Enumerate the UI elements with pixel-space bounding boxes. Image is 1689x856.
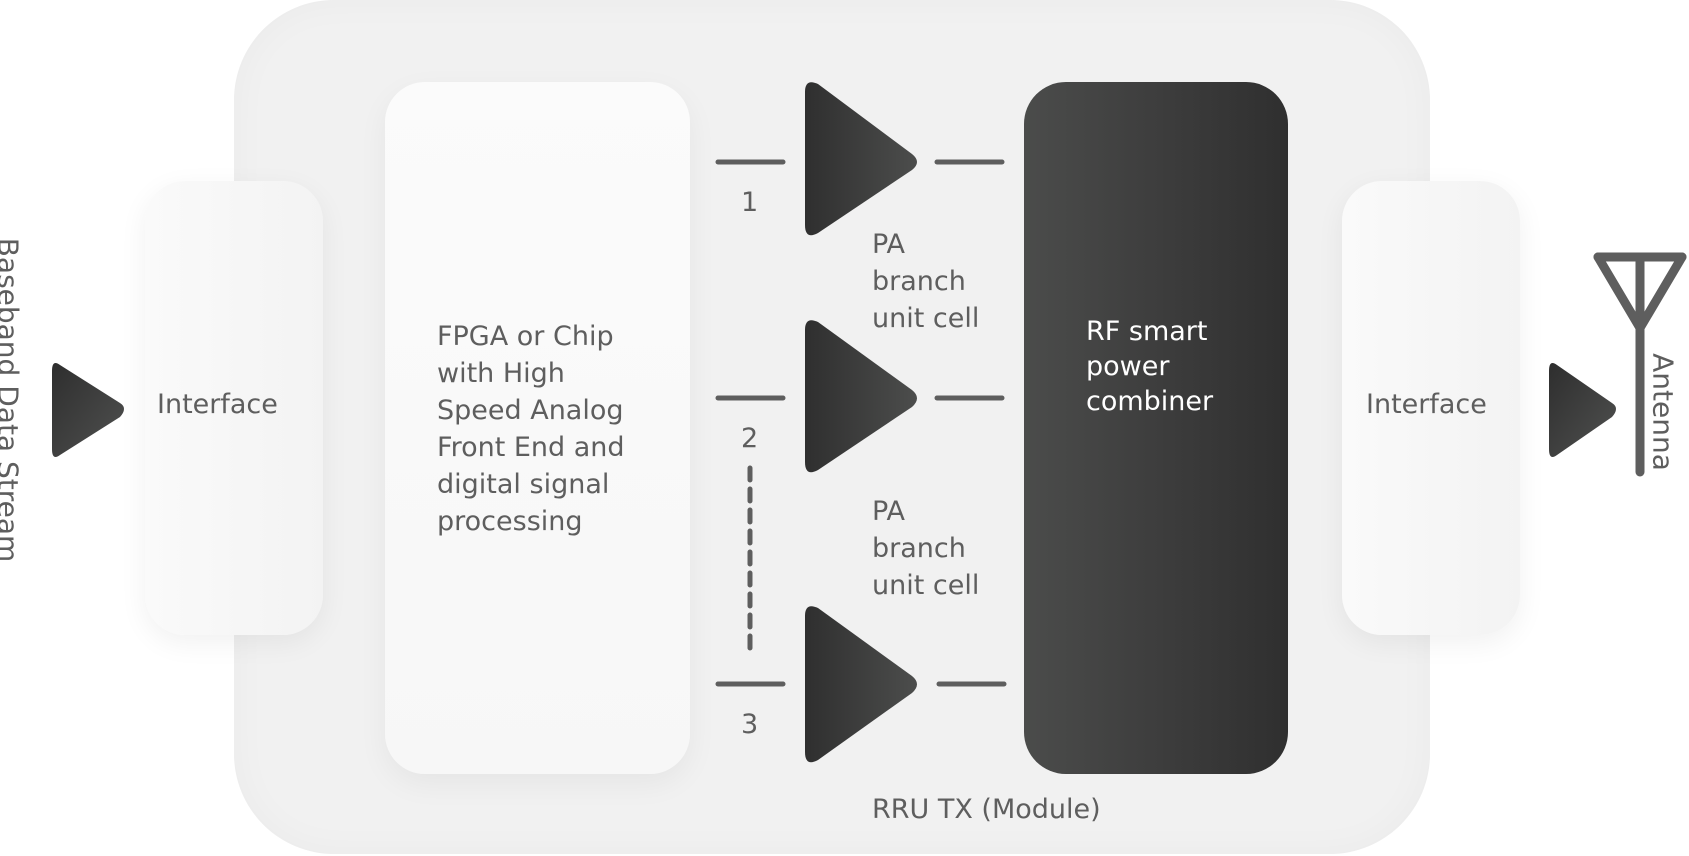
fpga-line: digital signal: [437, 469, 610, 500]
interface-right-card: [1342, 181, 1520, 635]
antenna-label: Antenna: [1646, 353, 1680, 471]
interface-left-card: [145, 181, 323, 635]
pa-label-line: PA: [872, 496, 906, 527]
fpga-line: processing: [437, 506, 583, 537]
fpga-line: FPGA or Chip: [437, 321, 614, 352]
branch-number-2: 2: [741, 423, 759, 454]
fpga-block: [385, 82, 690, 774]
output-arrow-icon: [1549, 363, 1616, 457]
pa-label-line: PA: [872, 229, 906, 260]
input-arrow-icon: [52, 363, 124, 457]
pa-amplifier-3-icon: [805, 606, 917, 763]
combiner-line: RF smart: [1086, 316, 1208, 347]
branch-number-1: 1: [741, 187, 759, 218]
pa-amplifier-2-icon: [805, 320, 917, 473]
pa-branch-label-top: PA branch unit cell: [872, 226, 979, 337]
pa-label-line: unit cell: [872, 570, 980, 601]
module-label: RRU TX (Module): [872, 794, 1101, 825]
fpga-line: Speed Analog: [437, 395, 624, 426]
combiner-line: combiner: [1086, 386, 1214, 417]
pa-label-line: branch: [872, 533, 966, 564]
antenna-icon: [1593, 252, 1687, 477]
pa-label-line: branch: [872, 266, 966, 297]
pa-branch-label-bottom: PA branch unit cell: [872, 493, 979, 604]
rf-combiner-block: [1024, 82, 1288, 774]
interface-left-label: Interface: [157, 389, 278, 420]
pa-label-line: unit cell: [872, 303, 980, 334]
branch-number-3: 3: [741, 709, 759, 740]
pa-amplifier-1-icon: [805, 82, 917, 236]
combiner-text: RF smart power combiner: [1086, 314, 1213, 419]
combiner-line: power: [1086, 351, 1170, 382]
interface-right-label: Interface: [1366, 389, 1487, 420]
fpga-line: Front End and: [437, 432, 625, 463]
fpga-text: FPGA or Chip with High Speed Analog Fron…: [437, 318, 625, 540]
baseband-data-stream-label: Baseband Data Stream: [0, 237, 25, 563]
fpga-line: with High: [437, 358, 565, 389]
